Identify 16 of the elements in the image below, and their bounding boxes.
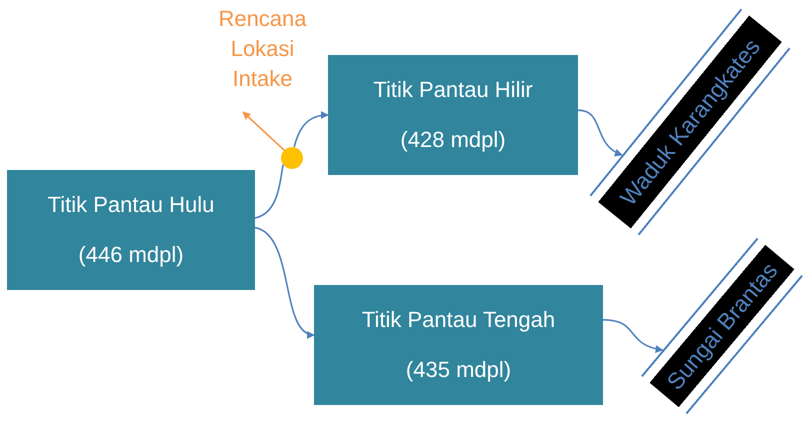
arrow xyxy=(578,109,623,156)
process-box xyxy=(7,170,255,290)
box-title: Titik Pantau Hulu xyxy=(48,192,214,218)
process-box xyxy=(314,285,603,405)
arrow xyxy=(602,319,664,353)
annotation-text: Rencana Lokasi Intake xyxy=(200,4,325,112)
arrow xyxy=(254,226,315,338)
arrow xyxy=(242,111,285,151)
location-marker xyxy=(281,147,303,169)
process-box xyxy=(328,55,578,175)
arrow xyxy=(293,111,329,148)
elevation-text: (428 mdpl) xyxy=(400,127,506,153)
box-title: Titik Pantau Hilir xyxy=(373,77,533,103)
box-title: Titik Pantau Tengah xyxy=(362,307,556,333)
elevation-text: (435 mdpl) xyxy=(406,357,512,383)
elevation-text: (446 mdpl) xyxy=(78,242,184,268)
